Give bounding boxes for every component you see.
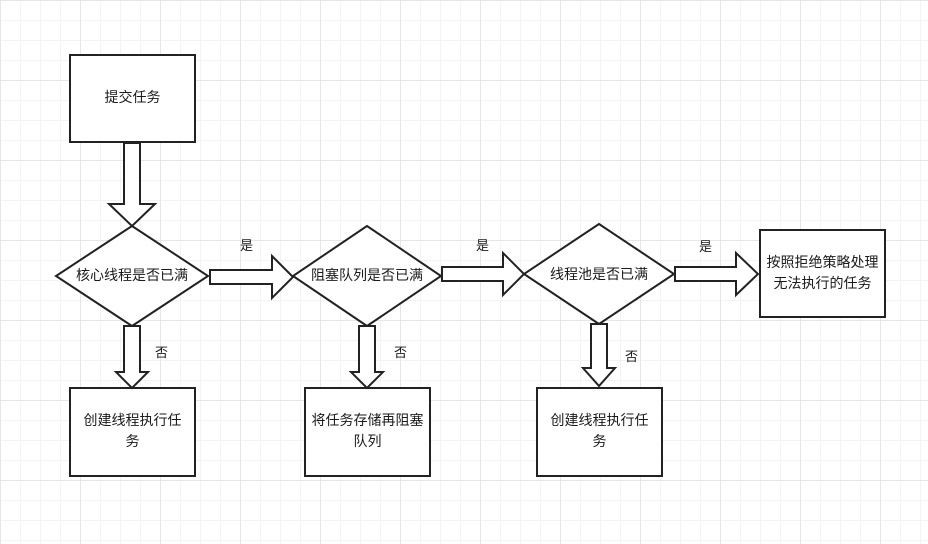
arrow-submit-to-core <box>106 142 158 228</box>
arrow-core-yes <box>209 253 295 301</box>
create-thread-box-1[interactable] <box>69 387 196 477</box>
arrow-queue-no <box>348 325 386 390</box>
create-thread-label-2: 创建线程执行任务 <box>550 413 649 450</box>
submit-task-label: 提交任务 <box>104 90 161 106</box>
arrow-core-no <box>113 325 151 390</box>
arrow-pool-no <box>580 323 618 388</box>
queue-full-label: 阻塞队列是否已满 <box>311 267 423 284</box>
edge-label-pool-no: 否 <box>625 350 639 365</box>
pool-full-label: 线程池是否已满 <box>550 266 648 283</box>
edge-label-core-no: 否 <box>155 346 169 361</box>
submit-task-box[interactable] <box>69 54 196 143</box>
edge-label-queue-no: 否 <box>394 346 408 361</box>
arrow-pool-yes <box>674 250 760 298</box>
edge-label-queue-yes: 是 <box>476 239 490 254</box>
edge-label-pool-yes: 是 <box>699 240 713 255</box>
reject-policy-box[interactable] <box>759 229 886 318</box>
reject-policy-label: 按照拒绝策略处理无法执行的任务 <box>766 254 879 292</box>
edge-label-core-yes: 是 <box>240 239 254 254</box>
core-full-label: 核心线程是否已满 <box>76 267 188 284</box>
enqueue-task-label: 将任务存储再阻塞队列 <box>311 413 424 450</box>
arrow-queue-yes <box>441 250 526 298</box>
create-thread-box-2[interactable] <box>536 387 663 477</box>
create-thread-label-1: 创建线程执行任务 <box>83 413 182 450</box>
